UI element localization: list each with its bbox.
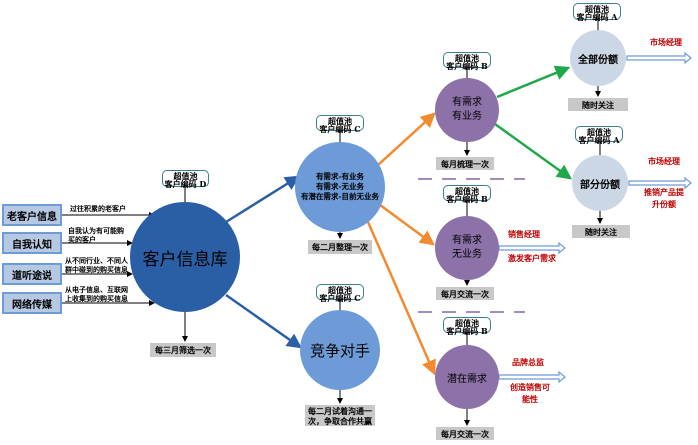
- frequency-box: 每月梳理一次: [436, 157, 494, 170]
- code-tag-b: 超值池客户编码 B: [443, 185, 491, 204]
- source-arrows: [62, 212, 155, 306]
- competitor-node: 竞争对手: [300, 310, 380, 390]
- node-label: 竞争对手: [309, 341, 370, 360]
- code-tag-b: 超值池客户编码 B: [443, 317, 491, 336]
- code-tag-c: 超值池客户编码 C: [316, 284, 364, 303]
- frequency-box: 每二月整理一次: [308, 240, 372, 254]
- pool-label: 超值池: [173, 171, 198, 181]
- frequency-box: 每三月筛选一次: [150, 343, 216, 357]
- green-links: [494, 65, 573, 180]
- need-with-business-node: 有需求 有业务: [435, 78, 499, 142]
- node-label: 有需求 无业务: [452, 235, 482, 260]
- vertical-connectors: [182, 20, 603, 426]
- partial-share-node: 部分份额: [572, 155, 628, 211]
- owner-label: 市场经理: [650, 37, 682, 47]
- code-label: 客户编码 B: [446, 61, 488, 71]
- node-label: 客户信息库: [142, 249, 228, 270]
- source-hearsay: 道听途说: [2, 263, 62, 285]
- code-label: 客户编码 D: [164, 179, 207, 189]
- code-label: 客户编码 C: [319, 293, 361, 303]
- blue-links: [225, 175, 303, 349]
- pool-label: 超值池: [587, 127, 611, 137]
- frequency-box: 随时关注: [568, 98, 628, 111]
- source-note: 自我认为有可能购买的客户: [68, 226, 124, 244]
- code-tag-d: 超值池客户编码 D: [162, 170, 209, 189]
- source-old-customers: 老客户信息: [2, 204, 62, 226]
- frequency-box: 每月交流一次: [436, 427, 494, 440]
- owner-label: 市场经理: [648, 156, 680, 166]
- action-label: 创造销售可能性: [510, 382, 550, 404]
- node-label: 有需求-有业务 有需求-无业务 有潜在需求-目前无业务: [300, 172, 380, 201]
- code-label: 客户编码 B: [446, 194, 488, 204]
- node-label: 潜在需求: [447, 373, 487, 385]
- double-arrows: [498, 51, 692, 384]
- full-share-node: 全部份额: [570, 30, 626, 86]
- source-note: 从不同行业、不同人群中碰到的购买信息: [65, 256, 128, 274]
- source-note: 从电子信息、互联网上收集到的购买信息: [65, 285, 128, 303]
- code-tag-a: 超值池客户编码 A: [575, 126, 623, 145]
- source-note: 过往积累的老客户: [70, 204, 126, 213]
- node-label: 全部份额: [578, 54, 618, 66]
- orange-links: [366, 112, 436, 376]
- action-label: 推销产品提升份额: [644, 187, 684, 209]
- potential-need-node: 潜在需求: [435, 345, 499, 409]
- owner-label: 销售经理: [508, 229, 540, 239]
- needs-classification-node: 有需求-有业务 有需求-无业务 有潜在需求-目前无业务: [295, 142, 385, 232]
- dashed-dividers: [418, 178, 525, 313]
- node-label: 有需求 有业务: [452, 97, 482, 122]
- pool-label: 超值池: [455, 318, 479, 328]
- pool-label: 超值池: [585, 4, 609, 14]
- code-tag-a: 超值池客户编码 A: [573, 3, 621, 22]
- owner-label: 品牌总监: [512, 357, 544, 367]
- pool-label: 超值池: [455, 53, 479, 63]
- code-tag-c: 超值池客户编码 C: [316, 115, 364, 134]
- code-label: 客户编码 A: [578, 135, 620, 145]
- frequency-box: 每月交流一次: [436, 287, 494, 300]
- customer-database-node: 客户信息库: [130, 202, 240, 312]
- action-label: 激发客户需求: [508, 253, 556, 263]
- source-network-media: 网络传媒: [2, 292, 62, 314]
- code-label: 客户编码 B: [446, 326, 488, 336]
- code-label: 客户编码 A: [576, 12, 618, 22]
- pool-label: 超值池: [328, 116, 352, 126]
- node-label: 部分份额: [580, 179, 620, 191]
- pool-label: 超值池: [455, 186, 479, 196]
- pool-label: 超值池: [328, 285, 352, 295]
- frequency-box: 随时关注: [572, 225, 630, 238]
- code-label: 客户编码 C: [319, 124, 361, 134]
- source-self-awareness: 自我认知: [2, 232, 62, 254]
- code-tag-b: 超值池客户编码 B: [443, 52, 491, 71]
- frequency-box: 每二月试着沟通一次，争取合作共赢: [305, 405, 375, 426]
- need-without-business-node: 有需求 无业务: [435, 216, 499, 280]
